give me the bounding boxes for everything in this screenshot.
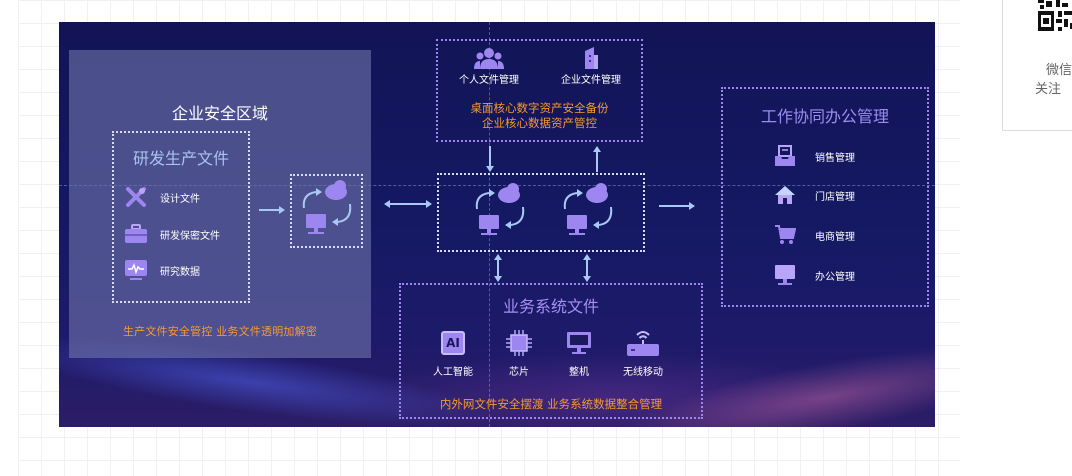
ai-icon-glyph: AI [441, 331, 465, 355]
rd-item-research-data: 研究数据 [124, 258, 200, 282]
qr-caption-line2: 关注 [1035, 82, 1062, 97]
office-item-label: 电商管理 [815, 231, 855, 243]
right-box-title: 工作协同办公管理 [760, 107, 889, 126]
arrow-right [259, 206, 285, 214]
biz-item-wireless: 无线移动 [613, 329, 673, 378]
file-item-enterprise: 企业文件管理 [546, 47, 636, 86]
arrow-bidirectional-vertical [494, 254, 502, 282]
enterprise-security-zone: 企业安全区域 研发生产文件 设计文件 研发保密文件 研究数据 [69, 50, 371, 358]
sync-center-box [437, 173, 645, 252]
sync-box-left [290, 174, 363, 248]
horizontal-guide-line [59, 185, 935, 186]
file-item-personal: 个人文件管理 [444, 47, 534, 86]
business-system-files-box: 业务系统文件 AI 人工智能 芯片 整机 无线移动 内外网文件安全摆渡 业务系统 [399, 283, 703, 419]
arrow-right [659, 202, 695, 210]
cart-icon [773, 223, 797, 247]
architecture-diagram: 企业安全区域 研发生产文件 设计文件 研发保密文件 研究数据 [59, 22, 935, 427]
office-item-label: 销售管理 [815, 152, 855, 164]
rd-box-title: 研发生产文件 [132, 149, 229, 168]
file-item-label: 企业文件管理 [561, 75, 621, 86]
rd-item-design-files: 设计文件 [124, 185, 200, 209]
office-item-office: 办公管理 [773, 263, 855, 287]
office-item-store: 门店管理 [773, 183, 855, 207]
biz-item-label: 人工智能 [433, 367, 473, 378]
office-item-label: 门店管理 [815, 191, 855, 203]
office-item-ecommerce: 电商管理 [773, 223, 855, 247]
file-management-box: 个人文件管理 企业文件管理 桌面核心数字资产安全备份 企业核心数据资产管控 [436, 39, 643, 142]
users-icon [444, 47, 534, 69]
briefcase-icon [124, 223, 148, 245]
building-icon [546, 47, 636, 69]
qr-caption-line1: 微信 [1046, 63, 1072, 78]
rd-item-label: 研究数据 [160, 266, 200, 278]
biz-item-label: 整机 [569, 367, 589, 378]
monitor-chart-icon [124, 259, 148, 281]
tools-icon [124, 186, 148, 208]
home-icon [773, 183, 797, 207]
office-collaboration-box: 工作协同办公管理 销售管理 门店管理 电商管理 办公管理 [721, 87, 929, 307]
biz-item-ai: AI 人工智能 [423, 329, 483, 378]
rd-item-confidential-files: 研发保密文件 [124, 222, 220, 246]
rd-item-label: 设计文件 [160, 193, 200, 205]
zone-title: 企业安全区域 [171, 104, 268, 123]
rd-production-files-box: 研发生产文件 设计文件 研发保密文件 研究数据 [112, 131, 250, 303]
cloud-sync-icon [475, 183, 525, 235]
biz-item-chip: 芯片 [489, 329, 549, 378]
wechat-qr-card[interactable]: 微信 关注 [1002, 0, 1072, 131]
biz-item-machine: 整机 [549, 329, 609, 378]
arrow-down [486, 146, 494, 172]
ai-icon: AI [423, 329, 483, 357]
arrow-bidirectional [384, 200, 432, 208]
control-text: 企业核心数据资产管控 [482, 116, 597, 130]
file-item-label: 个人文件管理 [459, 75, 519, 86]
arrow-up [593, 146, 601, 172]
office-item-sales: 销售管理 [773, 144, 855, 168]
light-glow [359, 352, 859, 427]
monitor-icon [773, 263, 797, 287]
office-item-label: 办公管理 [815, 271, 855, 283]
backup-text: 桌面核心数字资产安全备份 [470, 101, 609, 115]
cloud-sync-icon [563, 183, 613, 235]
qr-code-icon [1036, 0, 1072, 33]
inbox-icon [773, 144, 797, 168]
zone-footer-text: 生产文件安全管控 业务文件透明加解密 [122, 325, 318, 338]
rd-item-label: 研发保密文件 [160, 230, 220, 242]
monitor-icon [549, 329, 609, 357]
arrow-bidirectional-vertical [583, 254, 591, 282]
biz-item-label: 芯片 [509, 367, 529, 378]
router-icon [613, 329, 673, 357]
biz-item-label: 无线移动 [623, 367, 663, 378]
bottom-footer-text: 内外网文件安全摆渡 业务系统数据整合管理 [439, 397, 663, 411]
bottom-box-title: 业务系统文件 [502, 297, 599, 316]
cloud-sync-icon [302, 180, 352, 234]
chip-icon [489, 329, 549, 357]
